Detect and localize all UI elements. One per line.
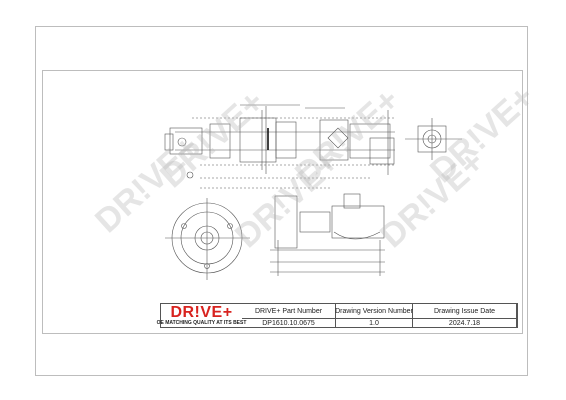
- bracket-view: [270, 193, 385, 276]
- brand-logo: DR!VE+ OE MATCHING QUALITY AT ITS BEST: [157, 303, 247, 327]
- title-block: DRIVE+ Part Number Drawing Version Numbe…: [157, 303, 518, 328]
- inner-frame: [42, 70, 523, 334]
- top-mount-view: [165, 198, 250, 280]
- logo-tagline: OE MATCHING QUALITY AT ITS BEST: [156, 319, 247, 326]
- strut-side-view: [164, 104, 395, 189]
- logo-wordmark: DR!VE+: [170, 303, 233, 321]
- value-part-number: DP1610.10.0675: [242, 319, 336, 327]
- strut-end-view: [405, 118, 462, 160]
- value-drawing-version: 1.0: [336, 319, 413, 327]
- header-issue-date: Drawing Issue Date: [413, 304, 517, 319]
- header-drawing-version: Drawing Version Number: [335, 304, 413, 319]
- outer-frame: [35, 26, 528, 376]
- header-part-number: DRIVE+ Part Number: [242, 304, 336, 319]
- value-issue-date: 2024.7.18: [413, 319, 517, 327]
